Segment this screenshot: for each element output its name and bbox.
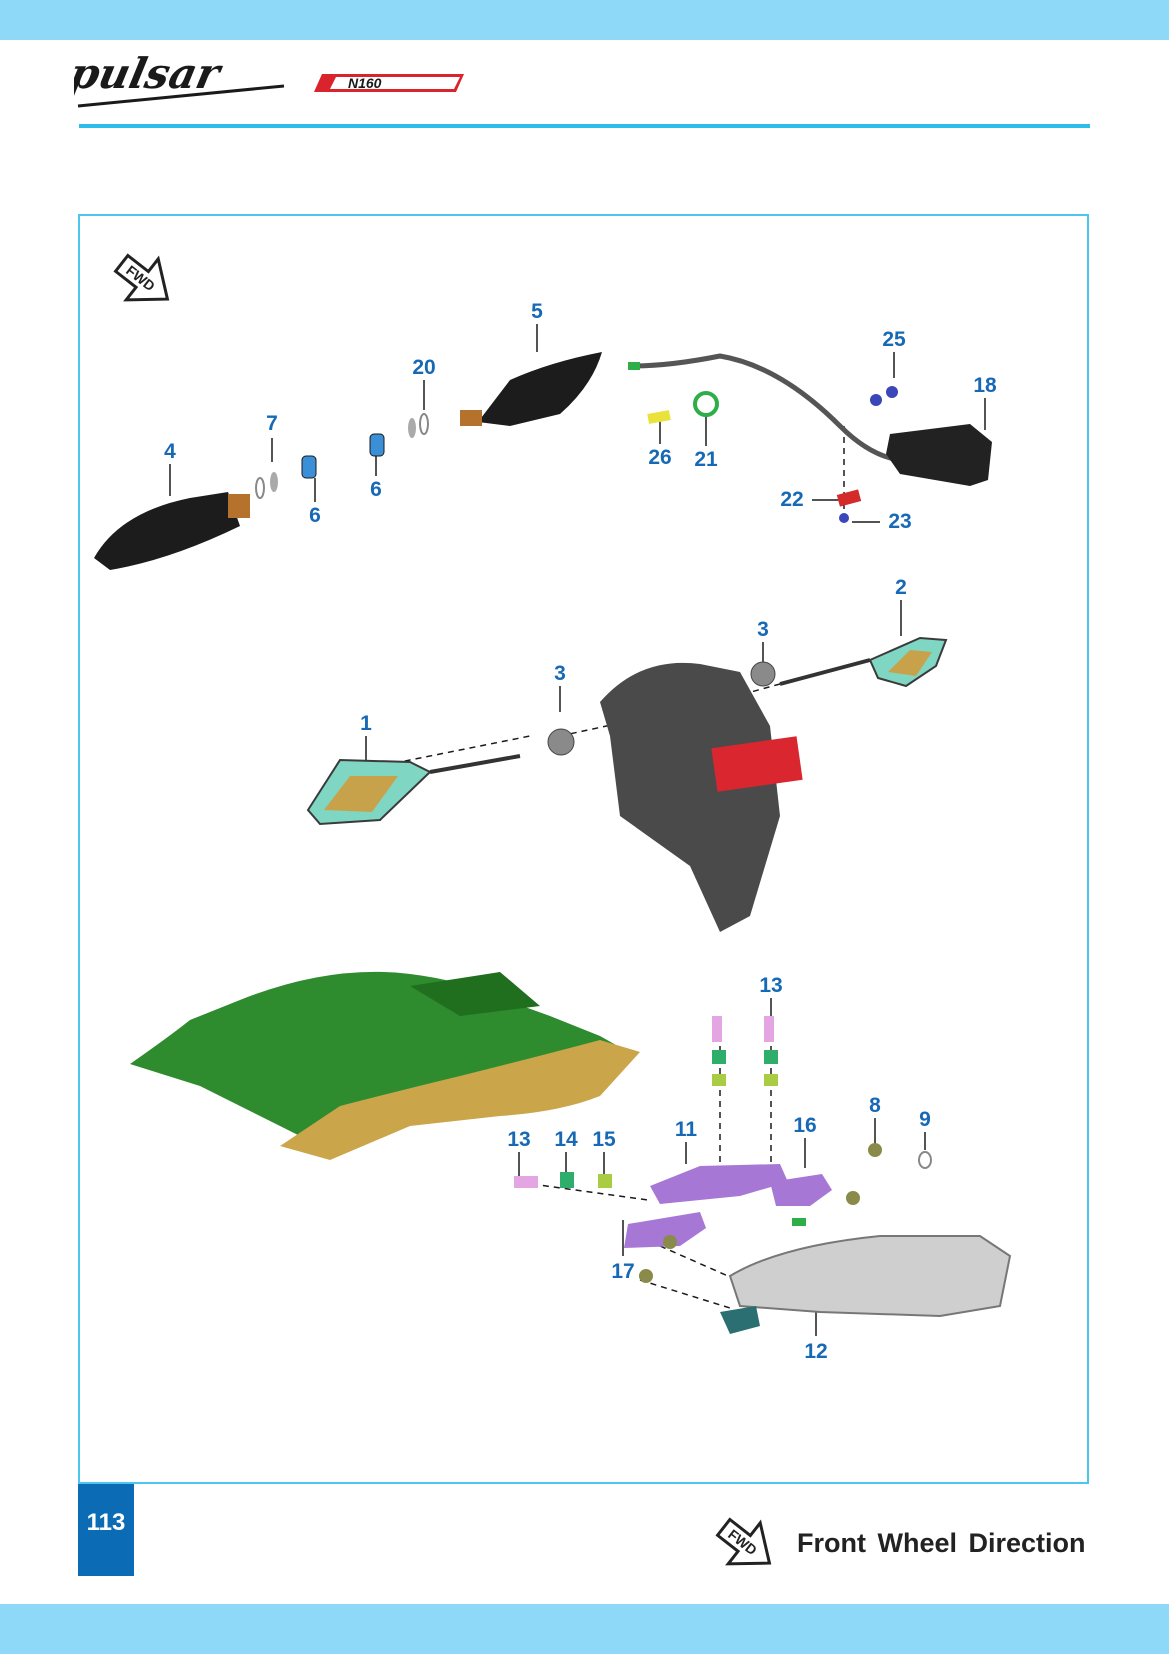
callout-14: 14 [554,1128,578,1151]
callout-13b: 13 [507,1128,531,1151]
parts-illustration [94,324,1012,1336]
header-rule [79,124,1090,128]
callout-18: 18 [973,374,997,397]
svg-text:pulsar: pulsar [74,49,227,98]
top-color-band [0,0,1169,40]
callout-17: 17 [611,1260,635,1283]
callout-23: 23 [888,510,912,533]
callout-9: 9 [919,1108,931,1131]
callout-22: 22 [780,488,804,511]
callout-3b: 3 [554,662,566,685]
callout-21: 21 [694,448,718,471]
bottom-color-band [0,1604,1169,1654]
callout-11: 11 [674,1118,698,1141]
callout-26: 26 [648,446,672,469]
logo-badge-text: N160 [348,75,382,91]
callout-4: 4 [164,440,176,463]
callout-16: 16 [793,1114,817,1137]
callout-2: 2 [895,576,907,599]
page-number: 113 [78,1484,134,1576]
callout-3a: 3 [757,618,769,641]
callout-12: 12 [804,1340,828,1363]
callout-8: 8 [869,1094,881,1117]
exploded-parts-diagram: FWD [78,214,1089,1484]
callout-20: 20 [412,356,436,379]
callout-7: 7 [266,412,278,435]
legend-fwd-arrow-icon: FWD [715,1517,772,1566]
callout-6a: 6 [309,504,321,527]
callout-5: 5 [531,300,543,323]
front-wheel-direction-legend: Front Wheel Direction [797,1528,1086,1558]
callout-13a: 13 [759,974,783,997]
callout-15: 15 [592,1128,616,1151]
pulsar-n160-logo: pulsar N160 [65,46,474,118]
callout-1: 1 [360,712,372,735]
fwd-arrow-icon: FWD [113,253,170,302]
callout-25: 25 [882,328,906,351]
callout-6b: 6 [370,478,382,501]
